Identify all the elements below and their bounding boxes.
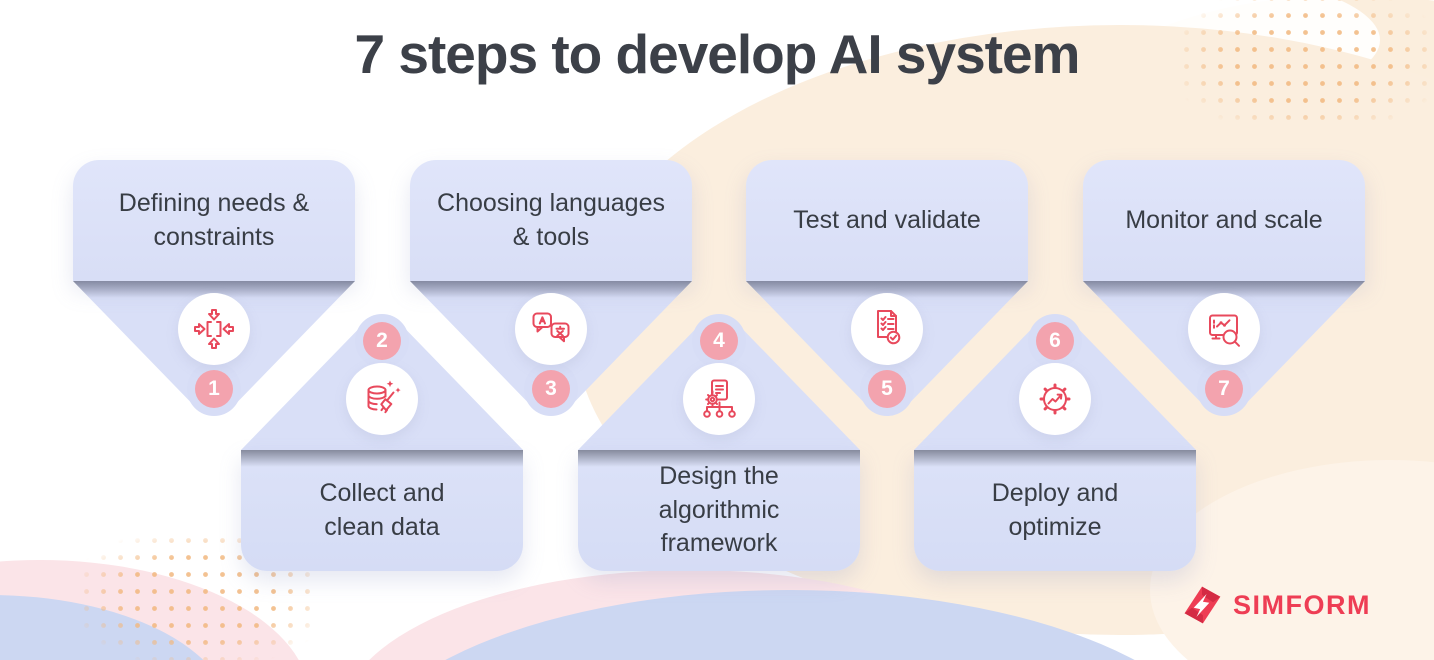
brand-name: SIMFORM — [1233, 589, 1371, 620]
database-cleaning-icon — [346, 363, 418, 435]
fold-shadow — [73, 281, 355, 298]
step-6-title: Deploy and optimize — [991, 478, 1119, 541]
gear-growth-arrow-icon — [1019, 363, 1091, 435]
step-3-title: Choosing languages & tools — [437, 188, 665, 251]
fold-shadow — [578, 450, 860, 467]
fold-shadow — [746, 281, 1028, 298]
step-1-title: Defining needs & constraints — [118, 188, 310, 251]
dot-grid-top-right — [1178, 0, 1434, 130]
step-4-title: Design the algorithmic framework — [658, 461, 780, 558]
step-6-number-badge: 6 — [1036, 322, 1074, 360]
step-4-number-badge: 4 — [700, 322, 738, 360]
checklist-document-icon — [851, 293, 923, 365]
step-5-title: Test and validate — [793, 205, 981, 234]
monitor-magnifier-icon — [1188, 293, 1260, 365]
brand-logo: SIMFORM — [1180, 583, 1371, 627]
step-7-title: Monitor and scale — [1125, 205, 1323, 234]
step-4-card: Design the algorithmic framework — [578, 450, 860, 571]
fold-shadow — [241, 450, 523, 467]
simform-logo-icon — [1184, 586, 1221, 624]
document-gear-flowchart-icon — [683, 363, 755, 435]
inward-arrows-constraints-icon — [178, 293, 250, 365]
step-7-card: Monitor and scale — [1083, 160, 1365, 281]
page-title: 7 steps to develop AI system — [354, 23, 1081, 85]
step-1-number-badge: 1 — [195, 370, 233, 408]
fold-shadow — [914, 450, 1196, 467]
step-2-title: Collect and clean data — [319, 478, 445, 541]
step-7-number-badge: 7 — [1205, 370, 1243, 408]
fold-shadow — [410, 281, 692, 298]
step-2-number-badge: 2 — [363, 322, 401, 360]
step-3-number-badge: 3 — [532, 370, 570, 408]
step-1-card: Defining needs & constraints — [73, 160, 355, 281]
step-3-card: Choosing languages & tools — [410, 160, 692, 281]
step-5-card: Test and validate — [746, 160, 1028, 281]
fold-shadow — [1083, 281, 1365, 298]
step-5-number-badge: 5 — [868, 370, 906, 408]
step-6-card: Deploy and optimize — [914, 450, 1196, 571]
step-2-card: Collect and clean data — [241, 450, 523, 571]
translate-speech-bubbles-icon — [515, 293, 587, 365]
